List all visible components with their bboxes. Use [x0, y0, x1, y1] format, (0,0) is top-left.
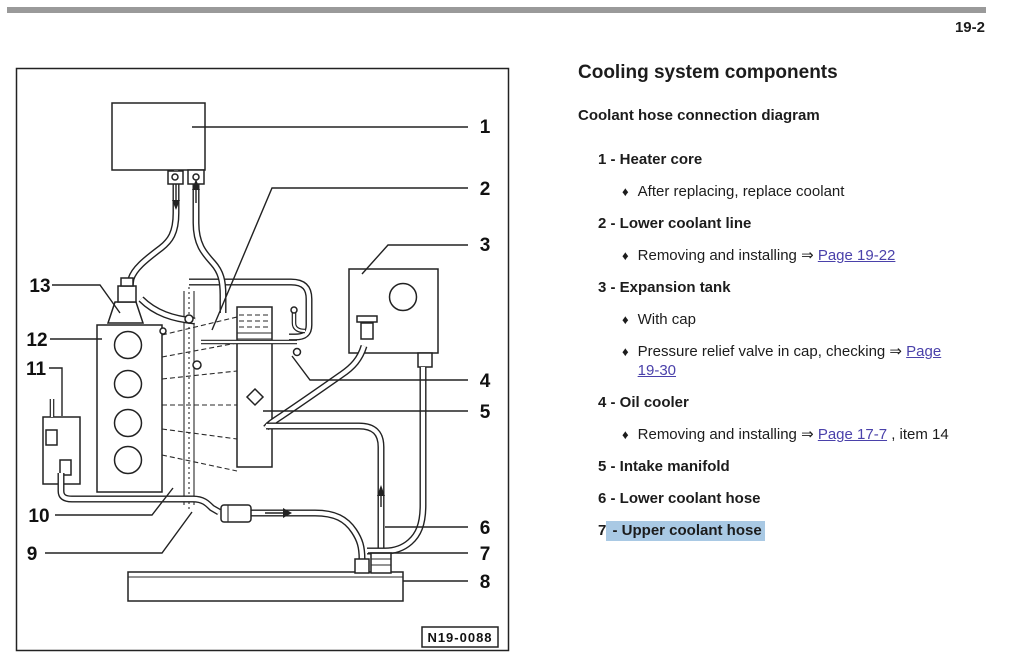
legend-item-number: 2	[598, 215, 607, 232]
diamond-bullet-icon: ♦	[622, 312, 629, 327]
legend-item-number: 7	[598, 522, 607, 539]
diamond-bullet-icon: ♦	[622, 184, 629, 199]
legend-item-2: 2 - Lower coolant line ♦ Removing and inst…	[598, 214, 980, 265]
legend-list: 1 - Heater core ♦ After replacing, replace…	[598, 150, 980, 541]
legend-item-number: 6	[598, 490, 607, 507]
legend-item-5: 5 - Intake manifold	[598, 457, 980, 476]
legend-item-label: - Upper coolant hose	[606, 521, 765, 541]
legend-item-label: - Lower coolant hose	[606, 490, 761, 507]
legend-item-head: 2 - Lower coolant line	[598, 214, 980, 233]
diamond-bullet-icon: ♦	[622, 248, 629, 263]
legend-item-6: 6 - Lower coolant hose	[598, 489, 980, 508]
page-title: Cooling system components	[578, 62, 838, 83]
legend-item-1: 1 - Heater core ♦ After replacing, replace…	[598, 150, 980, 201]
legend-item-label: - Heater core	[606, 151, 703, 168]
callout-leaders	[45, 126, 468, 582]
fittings	[159, 169, 392, 574]
legend-bullet: ♦ Pressure relief valve in cap, checking …	[622, 342, 980, 380]
callout-number-3: 3	[480, 235, 491, 256]
callout-number-13: 13	[29, 276, 50, 297]
legend-bullet: ♦ After replacing, replace coolant	[622, 182, 980, 201]
legend-bullet: ♦ Removing and installing ⇒ Page 19-22	[622, 246, 980, 265]
legend-bullet-text: Pressure relief valve in cap, checking ⇒…	[637, 343, 942, 379]
radiator-box	[127, 571, 404, 602]
legend-item-number: 3	[598, 279, 607, 296]
legend-bullet-text: Removing and installing ⇒ Page 19-22	[637, 247, 896, 264]
callout-number-8: 8	[480, 572, 491, 593]
legend-item-label: - Expansion tank	[606, 279, 731, 296]
legend-bullet-text: Removing and installing ⇒ Page 17-7 , it…	[637, 426, 949, 443]
page-link-page-19-22[interactable]: Page 19-22	[817, 247, 896, 264]
legend-bullet: ♦ With cap	[622, 310, 980, 329]
legend-item-head: 5 - Intake manifold	[598, 457, 980, 476]
legend-item-number: 1	[598, 151, 607, 168]
legend-item-head: 4 - Oil cooler	[598, 393, 980, 412]
callout-number-2: 2	[480, 179, 491, 200]
legend-item-7: 7 - Upper coolant hose	[598, 521, 980, 541]
callout-number-5: 5	[480, 402, 491, 423]
callout-number-4: 4	[480, 371, 491, 392]
figure-id: N19-0088	[427, 630, 492, 645]
page-link-page-17-7[interactable]: Page 17-7	[817, 426, 888, 443]
callout-number-11: 11	[26, 359, 47, 380]
section-subtitle: Coolant hose connection diagram	[578, 107, 820, 124]
callout-number-1: 1	[480, 117, 491, 138]
legend-item-number: 5	[598, 458, 607, 475]
intake-manifold	[236, 306, 273, 468]
legend-item-label: - Lower coolant line	[606, 215, 752, 232]
legend-item-head: 6 - Lower coolant hose	[598, 489, 980, 508]
legend-bullet: ♦ Removing and installing ⇒ Page 17-7 , i…	[622, 425, 980, 444]
engine-block	[96, 324, 163, 493]
figure-id-box: N19-0088	[421, 626, 499, 648]
callout-number-9: 9	[27, 544, 38, 565]
legend-item-head: 1 - Heater core	[598, 150, 980, 169]
callout-number-6: 6	[480, 518, 491, 539]
legend-item-3: 3 - Expansion tank ♦ With cap ♦ Pressure rel…	[598, 278, 980, 380]
legend-panel: Cooling system components Coolant hose c…	[578, 62, 980, 553]
legend-item-label: - Oil cooler	[606, 394, 689, 411]
legend-item-head: 3 - Expansion tank	[598, 278, 980, 297]
heater-core-box	[111, 102, 206, 171]
coolant-hose-diagram: 1 2 3 4 5 6 7 8 9 10 11 12 13 N19-0088	[15, 67, 510, 652]
legend-item-number: 4	[598, 394, 607, 411]
legend-item-head: 7 - Upper coolant hose	[598, 521, 980, 541]
legend-bullet-text: With cap	[637, 311, 696, 328]
callout-number-10: 10	[28, 506, 49, 527]
legend-item-label: - Intake manifold	[606, 458, 730, 475]
callout-number-12: 12	[26, 330, 47, 351]
page-number: 19-2	[954, 19, 985, 36]
diamond-bullet-icon: ♦	[622, 427, 629, 442]
flow-arrows	[172, 179, 385, 518]
callout-number-7: 7	[480, 544, 491, 565]
page-link-page-19-30[interactable]: Page 19-30	[637, 343, 942, 379]
diagram-detail-lines	[96, 287, 238, 509]
diamond-bullet-icon: ♦	[622, 344, 629, 359]
legend-bullet-text: After replacing, replace coolant	[637, 183, 845, 200]
legend-item-4: 4 - Oil cooler ♦ Removing and installing ⇒…	[598, 393, 980, 444]
page-header-bar	[7, 7, 986, 13]
callout-numbers: 1 2 3 4 5 6 7 8 9 10 11 12 13	[26, 117, 491, 593]
